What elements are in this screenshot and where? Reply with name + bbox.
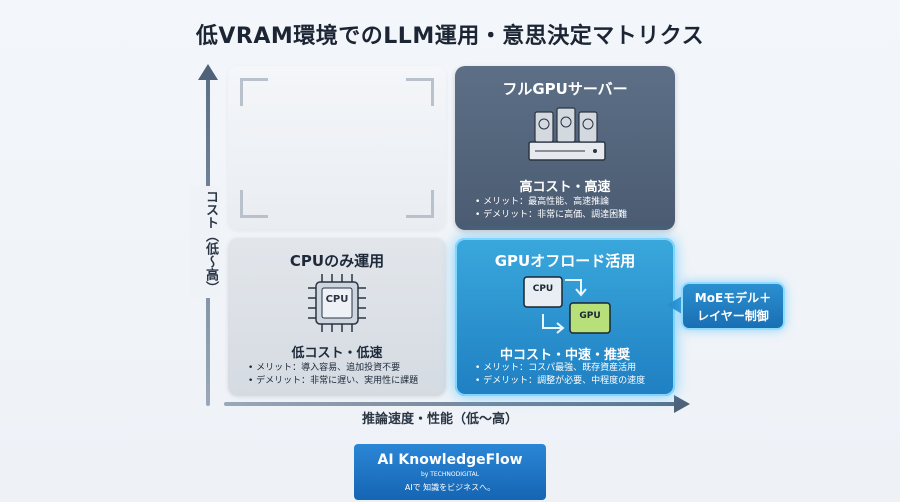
quadrant-bullets: メリット：コスパ最強、既存資産活用 デメリット：調整が必要、中程度の速度 — [475, 362, 645, 388]
quadrant-empty — [228, 66, 446, 230]
brand-name: AI KnowledgeFlow — [377, 452, 523, 468]
bullet-merit: メリット：コスパ最強、既存資産活用 — [475, 362, 645, 375]
swap-arrow-icon — [565, 279, 587, 297]
swap-arrow-icon — [542, 314, 565, 334]
corner-bracket — [240, 190, 268, 218]
gpu-icon — [569, 302, 611, 334]
corner-bracket — [240, 78, 268, 106]
cpu-chip-icon — [308, 274, 366, 332]
cpu-chip-label: CPU — [325, 294, 349, 305]
bullet-demerit: デメリット：非常に遅い、実用性に課題 — [248, 375, 418, 388]
x-axis-line — [224, 402, 676, 406]
x-axis-arrow-icon — [674, 395, 690, 413]
corner-bracket — [406, 78, 434, 106]
quadrant-full-gpu: フルGPUサーバー 高コスト・高速 メリット：最高性能、高速推論 デメリット：非… — [455, 66, 675, 230]
bullet-merit: メリット：導入容易、追加投資不要 — [248, 362, 418, 375]
callout-pointer — [667, 296, 682, 314]
callout-line-1: MoEモデル＋ — [694, 291, 772, 305]
quadrant-bullets: メリット：導入容易、追加投資不要 デメリット：非常に遅い、実用性に課題 — [248, 362, 418, 388]
cpu-icon-label: CPU — [532, 284, 554, 294]
bullet-demerit: デメリット：非常に高価、調達困難 — [475, 209, 627, 222]
x-axis-label: 推論速度・性能（低〜高） — [361, 412, 518, 427]
y-axis-label: コスト（低〜高） — [190, 186, 220, 298]
page-title: 低VRAM環境でのLLM運用・意思決定マトリクス — [195, 24, 705, 49]
quadrant-title: CPUのみ運用 — [289, 252, 385, 270]
quadrant-subtitle: 低コスト・低速 — [291, 346, 383, 361]
bullet-merit: メリット：最高性能、高速推論 — [475, 196, 627, 209]
quadrant-subtitle: 高コスト・高速 — [519, 180, 611, 195]
brand-logo: AI KnowledgeFlow by TECHNODIGITAL AIで 知識… — [354, 444, 546, 500]
brand-byline: by TECHNODIGITAL — [420, 471, 480, 478]
callout-line-2: レイヤー制御 — [697, 309, 769, 323]
quadrant-gpu-offload: GPUオフロード活用 CPU GPU 中コスト・中速・推奨 メリット：コスパ最強… — [455, 238, 675, 396]
server-gpu-icon — [528, 107, 606, 161]
bullet-demerit: デメリット：調整が必要、中程度の速度 — [475, 375, 645, 388]
moe-callout: MoEモデル＋ レイヤー制御 — [681, 282, 785, 330]
corner-bracket — [406, 190, 434, 218]
quadrant-subtitle: 中コスト・中速・推奨 — [499, 348, 630, 363]
brand-tagline: AIで 知識をビジネスへ。 — [404, 483, 496, 492]
y-axis-arrow-icon — [198, 64, 218, 80]
quadrant-title: フルGPUサーバー — [502, 80, 628, 98]
quadrant-cpu-only: CPUのみ運用 CPU 低コスト・低速 メリット：導入容易、追加投資不要 デメリ… — [228, 238, 446, 396]
quadrant-bullets: メリット：最高性能、高速推論 デメリット：非常に高価、調達困難 — [475, 196, 627, 222]
cpu-icon — [523, 276, 563, 308]
gpu-icon-label: GPU — [579, 311, 601, 321]
quadrant-title: GPUオフロード活用 — [494, 252, 636, 270]
